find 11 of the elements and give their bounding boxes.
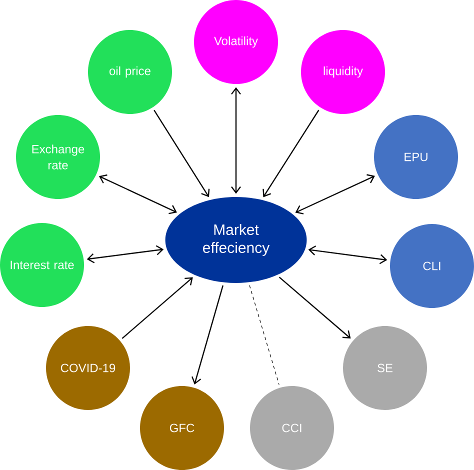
dashed-line — [249, 285, 280, 385]
arrow — [278, 276, 351, 339]
arrow — [192, 285, 224, 385]
arrow — [98, 174, 177, 214]
arrow — [231, 87, 241, 194]
arrow — [262, 110, 320, 198]
arrow — [154, 110, 210, 198]
arrow — [308, 246, 388, 264]
arrow — [295, 174, 375, 214]
arrow — [122, 277, 193, 339]
arrow — [86, 245, 164, 264]
